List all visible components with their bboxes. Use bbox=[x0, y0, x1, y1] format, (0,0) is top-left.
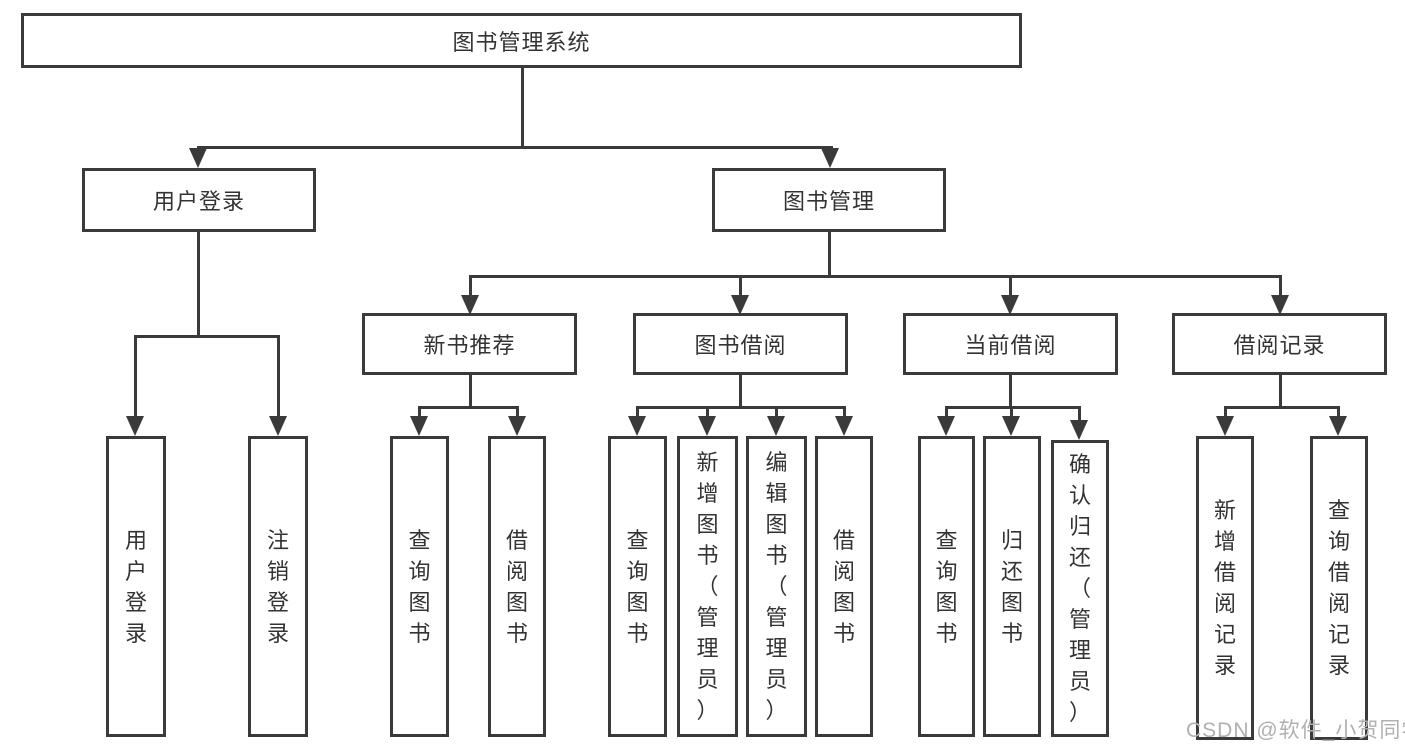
node-current-borrowing: 当前借阅 bbox=[903, 313, 1118, 375]
arrow-down-icon bbox=[1216, 416, 1234, 436]
node-leaf-query-books-1: 查询图书 bbox=[390, 436, 449, 737]
connector-drop bbox=[134, 335, 137, 420]
connector-new-book-crossbar bbox=[418, 406, 519, 409]
connector-borrowing-crossbar bbox=[636, 406, 846, 409]
connector-drop bbox=[1337, 406, 1340, 420]
arrow-down-icon bbox=[461, 295, 479, 315]
node-label: 查询图书 bbox=[626, 527, 649, 646]
node-label: 图书管理系统 bbox=[452, 29, 591, 55]
connector-drop bbox=[945, 406, 948, 420]
node-library-management-system: 图书管理系统 bbox=[21, 13, 1022, 68]
node-label: 编辑图书（管理员） bbox=[765, 450, 788, 723]
connector-drop bbox=[277, 335, 280, 420]
arrow-down-icon bbox=[189, 148, 207, 168]
node-leaf-borrow-books-1: 借阅图书 bbox=[488, 436, 546, 737]
connector-user-login-stem bbox=[197, 232, 200, 338]
arrow-down-icon bbox=[937, 416, 955, 436]
connector-records-stem bbox=[1279, 375, 1282, 409]
node-leaf-confirm-return-admin: 确认归还（管理员） bbox=[1051, 440, 1109, 737]
connector-drop bbox=[1010, 406, 1013, 420]
arrow-down-icon bbox=[508, 416, 526, 436]
node-label: 归还图书 bbox=[1000, 527, 1023, 646]
node-label: 查询图书 bbox=[408, 527, 431, 646]
node-leaf-add-book-admin: 新增图书（管理员） bbox=[677, 436, 738, 737]
connector-book-mgmt-stem bbox=[828, 232, 831, 278]
arrow-down-icon bbox=[1329, 416, 1347, 436]
arrow-down-icon bbox=[1002, 416, 1020, 436]
connector-current-stem bbox=[1009, 375, 1012, 409]
node-leaf-query-books-3: 查询图书 bbox=[918, 436, 975, 737]
arrow-down-icon bbox=[410, 416, 428, 436]
node-user-login-group: 用户登录 bbox=[82, 168, 316, 232]
arrow-down-icon bbox=[1070, 420, 1088, 440]
connector-borrowing-stem bbox=[739, 375, 742, 409]
node-label: 注销登录 bbox=[266, 527, 289, 646]
connector-root-crossbar bbox=[197, 146, 833, 149]
node-label: 借阅图书 bbox=[832, 527, 855, 646]
connector-book-mgmt-crossbar bbox=[469, 275, 1282, 278]
connector-drop bbox=[1078, 406, 1081, 422]
node-label: 查询图书 bbox=[935, 527, 958, 646]
node-label: 新增图书（管理员） bbox=[696, 450, 719, 723]
node-label: 图书借阅 bbox=[694, 333, 787, 358]
arrow-down-icon bbox=[821, 148, 839, 168]
connector-new-book-stem bbox=[469, 375, 472, 409]
connector-drop bbox=[739, 275, 742, 297]
arrow-down-icon bbox=[1001, 295, 1019, 315]
connector-drop bbox=[469, 275, 472, 297]
node-label: 确认归还（管理员） bbox=[1068, 452, 1091, 725]
arrow-down-icon bbox=[731, 295, 749, 315]
node-label: 用户登录 bbox=[124, 527, 147, 646]
connector-current-crossbar bbox=[945, 406, 1081, 409]
arrow-down-icon bbox=[269, 416, 287, 436]
arrow-down-icon bbox=[628, 416, 646, 436]
node-book-borrowing: 图书借阅 bbox=[633, 313, 848, 375]
node-label: 新增借阅记录 bbox=[1213, 498, 1236, 678]
connector-drop bbox=[636, 406, 639, 420]
node-label: 查询借阅记录 bbox=[1327, 498, 1350, 678]
node-label: 用户登录 bbox=[152, 189, 245, 214]
node-borrowing-records: 借阅记录 bbox=[1172, 313, 1387, 375]
node-label: 图书管理 bbox=[782, 189, 875, 214]
node-leaf-edit-book-admin: 编辑图书（管理员） bbox=[746, 436, 807, 737]
node-new-book-recommend: 新书推荐 bbox=[362, 313, 577, 375]
connector-drop bbox=[1279, 275, 1282, 297]
arrow-down-icon bbox=[767, 416, 785, 436]
node-leaf-query-books-2: 查询图书 bbox=[608, 436, 667, 737]
node-label: 当前借阅 bbox=[964, 333, 1057, 358]
node-leaf-user-login: 用户登录 bbox=[106, 436, 166, 737]
connector-drop bbox=[516, 406, 519, 420]
arrow-down-icon bbox=[835, 416, 853, 436]
connector-drop bbox=[706, 406, 709, 420]
connector-root-stem bbox=[521, 68, 524, 149]
connector-user-login-crossbar bbox=[134, 335, 280, 338]
node-label: 新书推荐 bbox=[423, 333, 516, 358]
node-leaf-return-books: 归还图书 bbox=[983, 436, 1041, 737]
connector-records-crossbar bbox=[1224, 406, 1340, 409]
node-leaf-logout: 注销登录 bbox=[248, 436, 308, 737]
node-leaf-query-borrow-record: 查询借阅记录 bbox=[1310, 436, 1368, 740]
arrow-down-icon bbox=[126, 416, 144, 436]
node-label: 借阅记录 bbox=[1233, 333, 1326, 358]
arrow-down-icon bbox=[1271, 295, 1289, 315]
csdn-watermark: CSDN @软件_小贺同学 bbox=[1186, 719, 1405, 742]
connector-drop bbox=[418, 406, 421, 420]
node-leaf-borrow-books-2: 借阅图书 bbox=[815, 436, 873, 737]
node-label: 借阅图书 bbox=[505, 527, 528, 646]
arrow-down-icon bbox=[698, 416, 716, 436]
node-leaf-add-borrow-record: 新增借阅记录 bbox=[1196, 436, 1254, 740]
node-book-management-group: 图书管理 bbox=[712, 168, 946, 232]
connector-drop bbox=[1009, 275, 1012, 297]
connector-drop bbox=[775, 406, 778, 420]
connector-drop bbox=[1224, 406, 1227, 420]
connector-drop bbox=[843, 406, 846, 420]
